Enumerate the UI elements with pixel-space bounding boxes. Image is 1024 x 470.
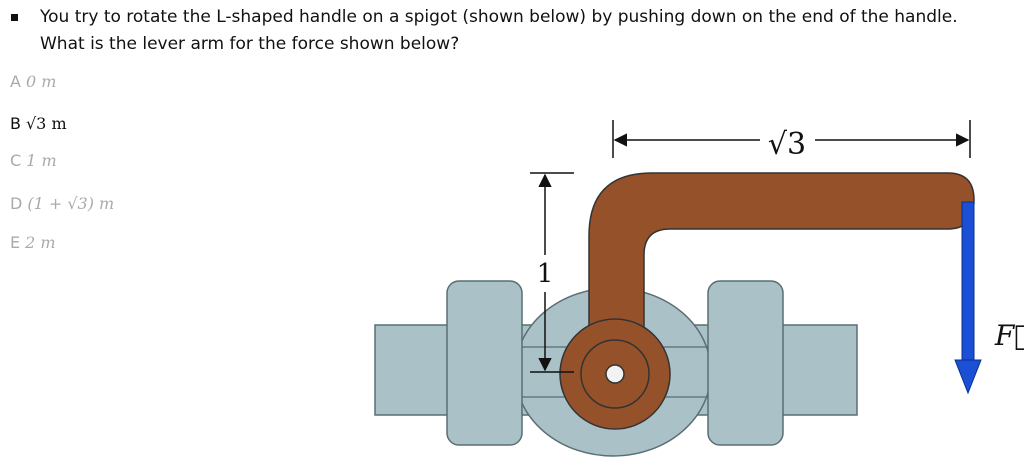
choice-c-value: 1 m <box>26 151 57 170</box>
choice-b-value: √3 m <box>25 114 67 133</box>
choice-e-value: 2 m <box>25 233 56 252</box>
choice-d[interactable]: D(1 + √3) m <box>10 193 114 215</box>
bullet-icon <box>11 14 18 21</box>
choice-d-letter: D <box>10 194 23 213</box>
force-label: F⃗ <box>994 319 1024 352</box>
right-flange <box>707 280 784 446</box>
horizontal-dimension-label: √3 <box>768 127 806 162</box>
choice-e-letter: E <box>10 233 21 252</box>
question-text-line-2: What is the lever arm for the force show… <box>40 34 460 54</box>
question-text-line-1: You try to rotate the L-shaped handle on… <box>40 7 958 27</box>
left-flange <box>446 280 523 446</box>
choice-b[interactable]: B√3 m <box>10 113 67 135</box>
choice-a-letter: A <box>10 72 21 91</box>
choice-c-letter: C <box>10 151 22 170</box>
vertical-dimension-label: 1 <box>537 259 554 289</box>
choice-b-letter: B <box>10 114 21 133</box>
force-arrow-shaft <box>961 201 975 363</box>
hub-center-pin <box>605 364 625 384</box>
choice-d-value: (1 + √3) m <box>27 194 115 213</box>
force-arrow-head <box>954 359 982 395</box>
choice-a-value: 0 m <box>25 72 57 91</box>
l-shaped-handle <box>588 172 975 373</box>
